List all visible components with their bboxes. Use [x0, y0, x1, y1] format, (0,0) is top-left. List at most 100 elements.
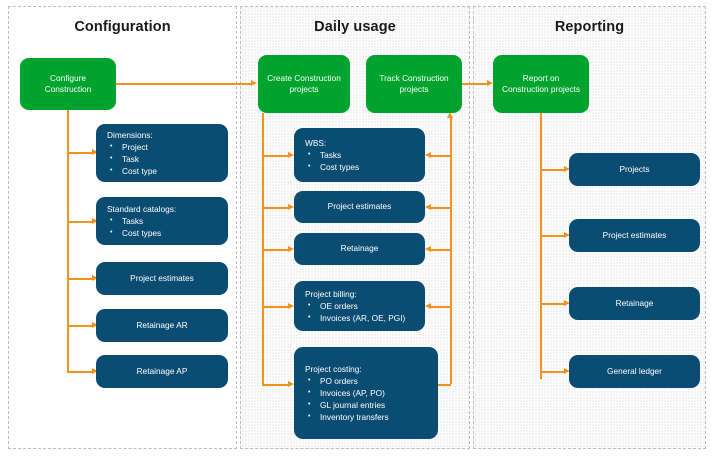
arrowhead-config-4 — [92, 322, 98, 328]
node-configure-construction[interactable]: Configure Construction — [20, 58, 116, 110]
connector-reporting-2 — [540, 235, 566, 237]
connector-config-branch-3 — [67, 278, 93, 280]
connector-config-branch-1 — [67, 152, 93, 154]
arrowhead-config-5 — [92, 368, 98, 374]
node-label: Track Construction projects — [379, 72, 449, 95]
connector-reporting-1 — [540, 169, 566, 171]
bullet-item: Project — [110, 141, 228, 153]
node-heading: WBS: — [305, 138, 327, 148]
node-label: Report on Construction projects — [502, 72, 580, 95]
node-wbs[interactable]: WBS: Tasks Cost types — [294, 128, 425, 182]
node-label: Retainage — [615, 297, 654, 308]
node-label: Projects — [619, 163, 650, 174]
node-label: Retainage — [340, 243, 379, 254]
node-retainage-ap[interactable]: Retainage AP — [96, 355, 228, 388]
bullet-item: GL journal entries — [308, 399, 438, 411]
node-bullet-list: Tasks Cost types — [294, 149, 425, 173]
connector-config-branch-4 — [67, 325, 93, 327]
connector-daily-left-3 — [262, 249, 290, 251]
arrowhead-daily-left-4 — [288, 303, 294, 309]
node-bullet-list: Tasks Cost types — [96, 215, 228, 239]
node-label: Project estimates — [327, 201, 392, 212]
node-label: Retainage AP — [136, 365, 188, 376]
connector-config-to-daily — [116, 83, 253, 85]
arrowhead-daily-into-track — [447, 112, 453, 118]
column-title-configuration: Configuration — [74, 19, 171, 35]
arrowhead-reporting-1 — [564, 166, 570, 172]
node-daily-retainage[interactable]: Retainage — [294, 233, 425, 265]
node-project-billing[interactable]: Project billing: OE orders Invoices (AR,… — [294, 281, 425, 331]
node-daily-project-estimates[interactable]: Project estimates — [294, 191, 425, 223]
connector-config-branch-5 — [67, 371, 93, 373]
connector-daily-to-reporting — [462, 83, 489, 85]
node-label: Project estimates — [602, 229, 667, 240]
node-bullet-list: PO orders Invoices (AP, PO) GL journal e… — [294, 375, 438, 423]
arrowhead-config-2 — [92, 218, 98, 224]
arrowhead-reporting-2 — [564, 232, 570, 238]
node-bullet-list: Project Task Cost type — [96, 141, 228, 177]
node-label: Project estimates — [130, 272, 194, 283]
node-heading: Project billing: — [305, 289, 357, 299]
bullet-item: Task — [110, 153, 228, 165]
bullet-item: Cost types — [308, 161, 425, 173]
arrowhead-config-to-daily — [251, 80, 257, 86]
connector-config-branch-2 — [67, 221, 93, 223]
connector-daily-left-4 — [262, 306, 290, 308]
connector-daily-right-3 — [430, 249, 451, 251]
bullet-item: Tasks — [110, 215, 228, 227]
node-create-construction-projects[interactable]: Create Construction projects — [258, 55, 350, 113]
connector-config-spine — [67, 110, 69, 372]
node-project-costing[interactable]: Project costing: PO orders Invoices (AP,… — [294, 347, 438, 439]
arrowhead-daily-right-2 — [425, 204, 431, 210]
arrowhead-config-1 — [92, 149, 98, 155]
node-heading: Dimensions: — [107, 130, 153, 140]
node-track-construction-projects[interactable]: Track Construction projects — [366, 55, 462, 113]
column-title-daily-usage: Daily usage — [314, 19, 396, 35]
node-reporting-project-estimates[interactable]: Project estimates — [569, 219, 700, 252]
connector-daily-left-5 — [262, 384, 290, 386]
arrowhead-daily-left-3 — [288, 246, 294, 252]
arrowhead-daily-to-reporting — [487, 80, 493, 86]
connector-reporting-spine — [540, 113, 542, 379]
bullet-item: Invoices (AP, PO) — [308, 387, 438, 399]
arrowhead-daily-left-2 — [288, 204, 294, 210]
node-reporting-retainage[interactable]: Retainage — [569, 287, 700, 320]
node-label: Retainage AR — [136, 319, 188, 330]
bullet-item: PO orders — [308, 375, 438, 387]
node-label: Create Construction projects — [267, 72, 341, 95]
connector-daily-right-2 — [430, 207, 451, 209]
arrowhead-config-3 — [92, 275, 98, 281]
connector-reporting-4 — [540, 371, 566, 373]
node-bullet-list: OE orders Invoices (AR, OE, PGI) — [294, 300, 425, 324]
arrowhead-reporting-4 — [564, 368, 570, 374]
arrowhead-daily-right-4 — [425, 303, 431, 309]
bullet-item: Cost type — [110, 165, 228, 177]
arrowhead-daily-right-1 — [425, 152, 431, 158]
column-title-reporting: Reporting — [554, 19, 625, 35]
node-label: Configure Construction — [44, 72, 92, 95]
node-dimensions[interactable]: Dimensions: Project Task Cost type — [96, 124, 228, 182]
arrowhead-daily-left-1 — [288, 152, 294, 158]
node-standard-catalogs[interactable]: Standard catalogs: Tasks Cost types — [96, 197, 228, 245]
node-label: General ledger — [607, 365, 662, 376]
bullet-item: Tasks — [308, 149, 425, 161]
node-heading: Standard catalogs: — [107, 204, 177, 214]
node-reporting-projects[interactable]: Projects — [569, 153, 700, 186]
connector-daily-left-2 — [262, 207, 290, 209]
node-report-on-construction-projects[interactable]: Report on Construction projects — [493, 55, 589, 113]
connector-reporting-3 — [540, 303, 566, 305]
connector-daily-left-1 — [262, 155, 290, 157]
node-reporting-general-ledger[interactable]: General ledger — [569, 355, 700, 388]
connector-daily-right-4 — [430, 306, 451, 308]
arrowhead-daily-right-3 — [425, 246, 431, 252]
bullet-item: Inventory transfers — [308, 411, 438, 423]
bullet-item: Cost types — [110, 227, 228, 239]
bullet-item: Invoices (AR, OE, PGI) — [308, 312, 425, 324]
node-retainage-ar[interactable]: Retainage AR — [96, 309, 228, 342]
connector-daily-right-5 — [430, 384, 451, 386]
arrowhead-reporting-3 — [564, 300, 570, 306]
node-config-project-estimates[interactable]: Project estimates — [96, 262, 228, 295]
bullet-item: OE orders — [308, 300, 425, 312]
connector-daily-right-1 — [430, 155, 451, 157]
